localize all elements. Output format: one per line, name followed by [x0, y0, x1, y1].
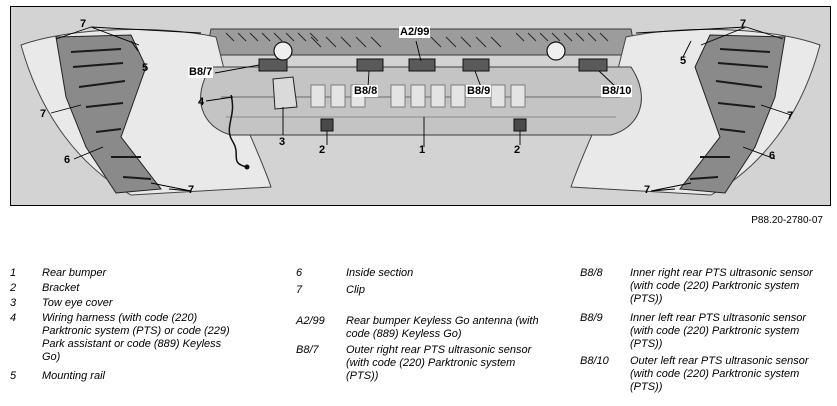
callout-7-top-left: 7	[80, 18, 87, 30]
legend-text: Rear bumper	[42, 267, 107, 279]
callout-4: 4	[198, 96, 205, 108]
legend-text: Inside section	[346, 267, 414, 279]
legend-text: Rear bumper Keyless Go antenna (with cod…	[346, 315, 539, 340]
legend-number: B8/7	[296, 344, 319, 356]
legend-number: A2/99	[296, 315, 325, 327]
callout-6-right: 6	[769, 150, 776, 162]
callout-7-mid-right: 7	[787, 110, 794, 122]
legend-number: 1	[10, 267, 17, 279]
legend-number: 5	[10, 370, 17, 382]
callout-6-left: 6	[64, 154, 71, 166]
legend-number: 2	[10, 282, 17, 294]
callout-1: 1	[419, 144, 426, 156]
callout-b8-7: B8/7	[188, 66, 214, 78]
callout-7-bottom-right: 7	[644, 184, 651, 196]
figure-reference: P88.20-2780-07	[751, 215, 823, 226]
legend-text: Outer right rear PTS ultrasonic sensor (…	[346, 344, 532, 382]
legend-text: Outer left rear PTS ultrasonic sensor (w…	[630, 355, 809, 393]
legend-text: Inner left rear PTS ultrasonic sensor (w…	[630, 312, 807, 350]
callout-2-left: 2	[319, 144, 326, 156]
bumper-figure: 7 5 7 6 7 4 B8/7 A2/99 B8/8 B8/9 B8/10 3…	[10, 6, 831, 206]
legend-number: B8/9	[580, 312, 603, 324]
callout-a2-99: A2/99	[399, 26, 431, 38]
legend-text: Mounting rail	[42, 370, 105, 382]
callout-5-left: 5	[142, 62, 149, 74]
bumper-illustration	[11, 7, 830, 205]
callout-b8-10: B8/10	[601, 85, 633, 97]
legend-number: B8/10	[580, 355, 609, 367]
legend-number: 3	[10, 297, 17, 309]
callout-b8-9: B8/9	[466, 85, 492, 97]
callout-b8-8: B8/8	[353, 85, 379, 97]
legend-text: Tow eye cover	[42, 297, 113, 309]
legend-text: Clip	[346, 284, 365, 296]
legend-number: 4	[10, 312, 17, 324]
callout-2-right: 2	[514, 144, 521, 156]
callout-7-bottom-left: 7	[188, 184, 195, 196]
legend-text: Wiring harness (with code (220) Parktron…	[42, 312, 230, 363]
legend-number: 7	[296, 284, 303, 296]
legend-number: B8/8	[580, 267, 603, 279]
callout-7-mid-left: 7	[40, 108, 47, 120]
legend-number: 6	[296, 267, 303, 279]
legend-text: Bracket	[42, 282, 80, 294]
callout-7-top-right: 7	[740, 18, 747, 30]
callout-3: 3	[279, 136, 286, 148]
legend-text: Inner right rear PTS ultrasonic sensor (…	[630, 267, 813, 305]
callout-5-right: 5	[680, 55, 687, 67]
